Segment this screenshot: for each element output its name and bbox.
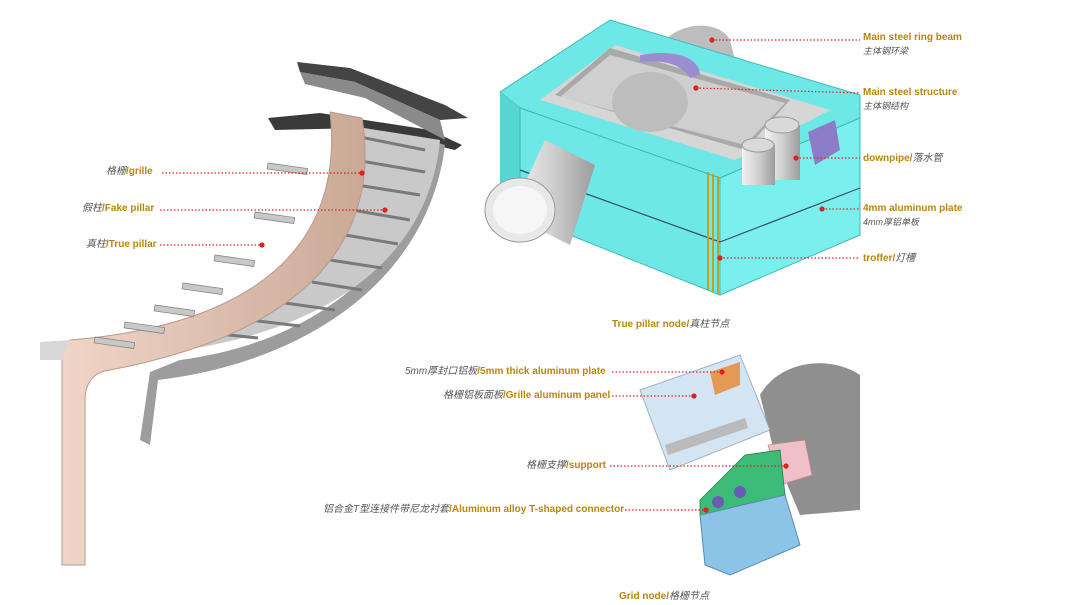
label-downpipe: downpipe/落水管 <box>863 153 943 164</box>
label-grille-panel: 格栅铝板面板/Grille aluminum panel <box>443 390 611 401</box>
troffer-stripes <box>707 172 719 294</box>
roof-cap-upper <box>297 62 468 120</box>
label-troffer: troffer/灯槽 <box>863 253 916 264</box>
label-grille: 格栅/grille <box>106 166 153 177</box>
true-pillar-node-model <box>484 19 861 296</box>
label-steel-structure: Main steel structure <box>863 87 958 98</box>
label-steel-structure-cn: 主体钢结构 <box>863 101 909 111</box>
label-aluminum-4mm-cn: 4mm厚铝单板 <box>863 217 919 227</box>
grid-node-model <box>639 354 860 576</box>
label-support: 格栅支撑/support <box>526 460 606 471</box>
true-pillar-beam <box>61 111 366 566</box>
roof-cap-lower <box>268 113 462 150</box>
grille-rods <box>93 162 309 349</box>
blue-box <box>699 494 801 576</box>
caption-true-pillar-node: True pillar node/真柱节点 <box>612 319 730 330</box>
label-plate-5mm: 5mm厚封口铝板/5mm thick aluminum plate <box>405 366 606 377</box>
leader-dots <box>259 37 825 513</box>
caption-grid-node: Grid node/格栅节点 <box>619 591 709 602</box>
grille-bars <box>209 133 426 340</box>
grille-field <box>140 125 440 352</box>
downpipe-2 <box>742 145 775 185</box>
canopy-model <box>40 62 468 566</box>
label-t-connector: 铝合金T型连接件带尼龙衬套/Aluminum alloy T-shaped co… <box>323 504 625 515</box>
leader-lines <box>160 39 861 511</box>
canopy-back-shell <box>140 140 445 445</box>
grille-panel-translucent <box>639 354 771 471</box>
label-ring-beam-cn: 主体钢环梁 <box>863 46 909 56</box>
label-true-pillar: 真柱/True pillar <box>86 239 157 250</box>
label-ring-beam: Main steel ring beam <box>863 32 962 43</box>
label-fake-pillar: 假柱/Fake pillar <box>82 203 155 214</box>
label-aluminum-4mm: 4mm aluminum plate <box>863 203 963 214</box>
